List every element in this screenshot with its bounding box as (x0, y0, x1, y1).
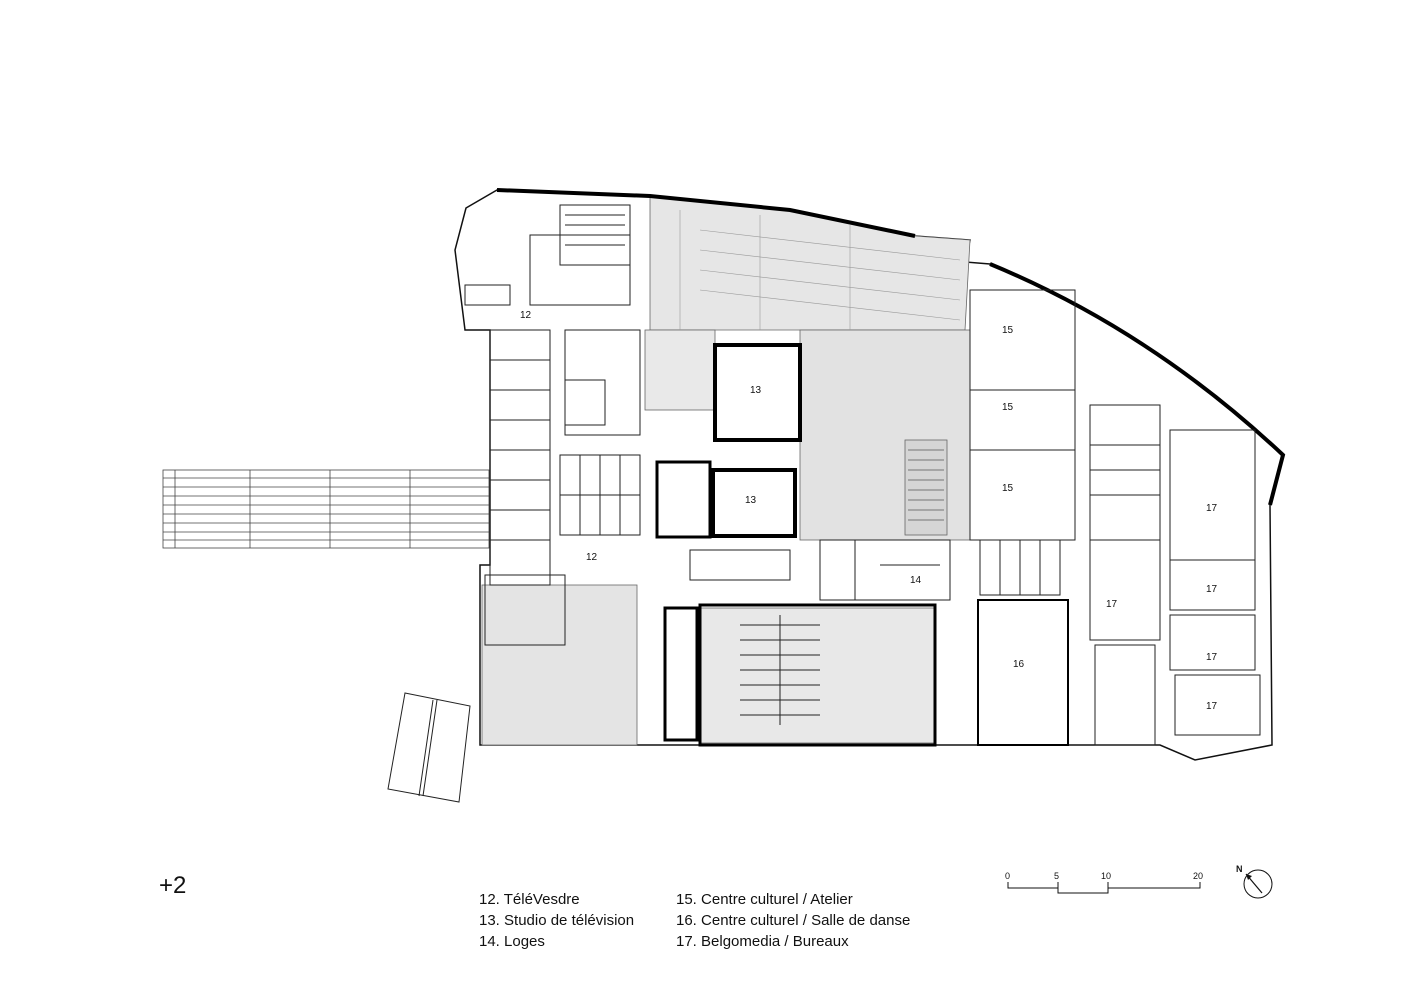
scale-tick-label: 5 (1054, 871, 1060, 881)
room-label-12: 12 (520, 310, 532, 321)
legend-item: 16. Centre culturel / Salle de danse (676, 912, 911, 929)
legend-item: 14. Loges (479, 933, 545, 950)
room-label-15: 15 (1002, 325, 1014, 336)
scale-tick-label: 10 (1101, 871, 1112, 881)
legend-item: 17. Belgomedia / Bureaux (676, 933, 849, 950)
room-label-17: 17 (1106, 599, 1118, 610)
room-label-17: 17 (1206, 652, 1218, 663)
north-label: N (1236, 864, 1243, 874)
room-label-15: 15 (1002, 483, 1014, 494)
scale-tick-label: 0 (1005, 871, 1011, 881)
scale-bar (1007, 882, 1201, 894)
room-label-17: 17 (1206, 701, 1218, 712)
north-hall-grid (679, 210, 961, 330)
canopy-structure (387, 692, 471, 803)
legend-item: 13. Studio de télévision (479, 912, 635, 929)
room-label-12: 12 (586, 552, 598, 563)
room-label-16: 16 (1013, 659, 1025, 670)
room-label-14: 14 (910, 575, 922, 586)
legend-right: 15. Centre culturel / Atelier 16. Centre… (676, 889, 910, 952)
room-label-17: 17 (1206, 584, 1218, 595)
room-labels: 12 12 13 13 14 15 15 15 16 17 17 17 17 1… (520, 310, 1218, 712)
north-arrow-icon (1243, 869, 1273, 899)
floor-level-label: +2 (159, 872, 187, 899)
stairs (908, 449, 944, 521)
room-label-13: 13 (750, 385, 762, 396)
legend-item: 15. Centre culturel / Atelier (676, 891, 853, 908)
legend-left: 12. TéléVesdre 13. Studio de télévision … (479, 889, 634, 952)
legend-item: 12. TéléVesdre (479, 891, 580, 908)
interior-walls (464, 204, 1261, 746)
scale-tick-label: 20 (1193, 871, 1204, 881)
thick-walls (496, 188, 1286, 747)
footbridge (162, 469, 490, 549)
room-label-13: 13 (745, 495, 757, 506)
room-label-17: 17 (1206, 503, 1218, 514)
room-label-15: 15 (1002, 402, 1014, 413)
